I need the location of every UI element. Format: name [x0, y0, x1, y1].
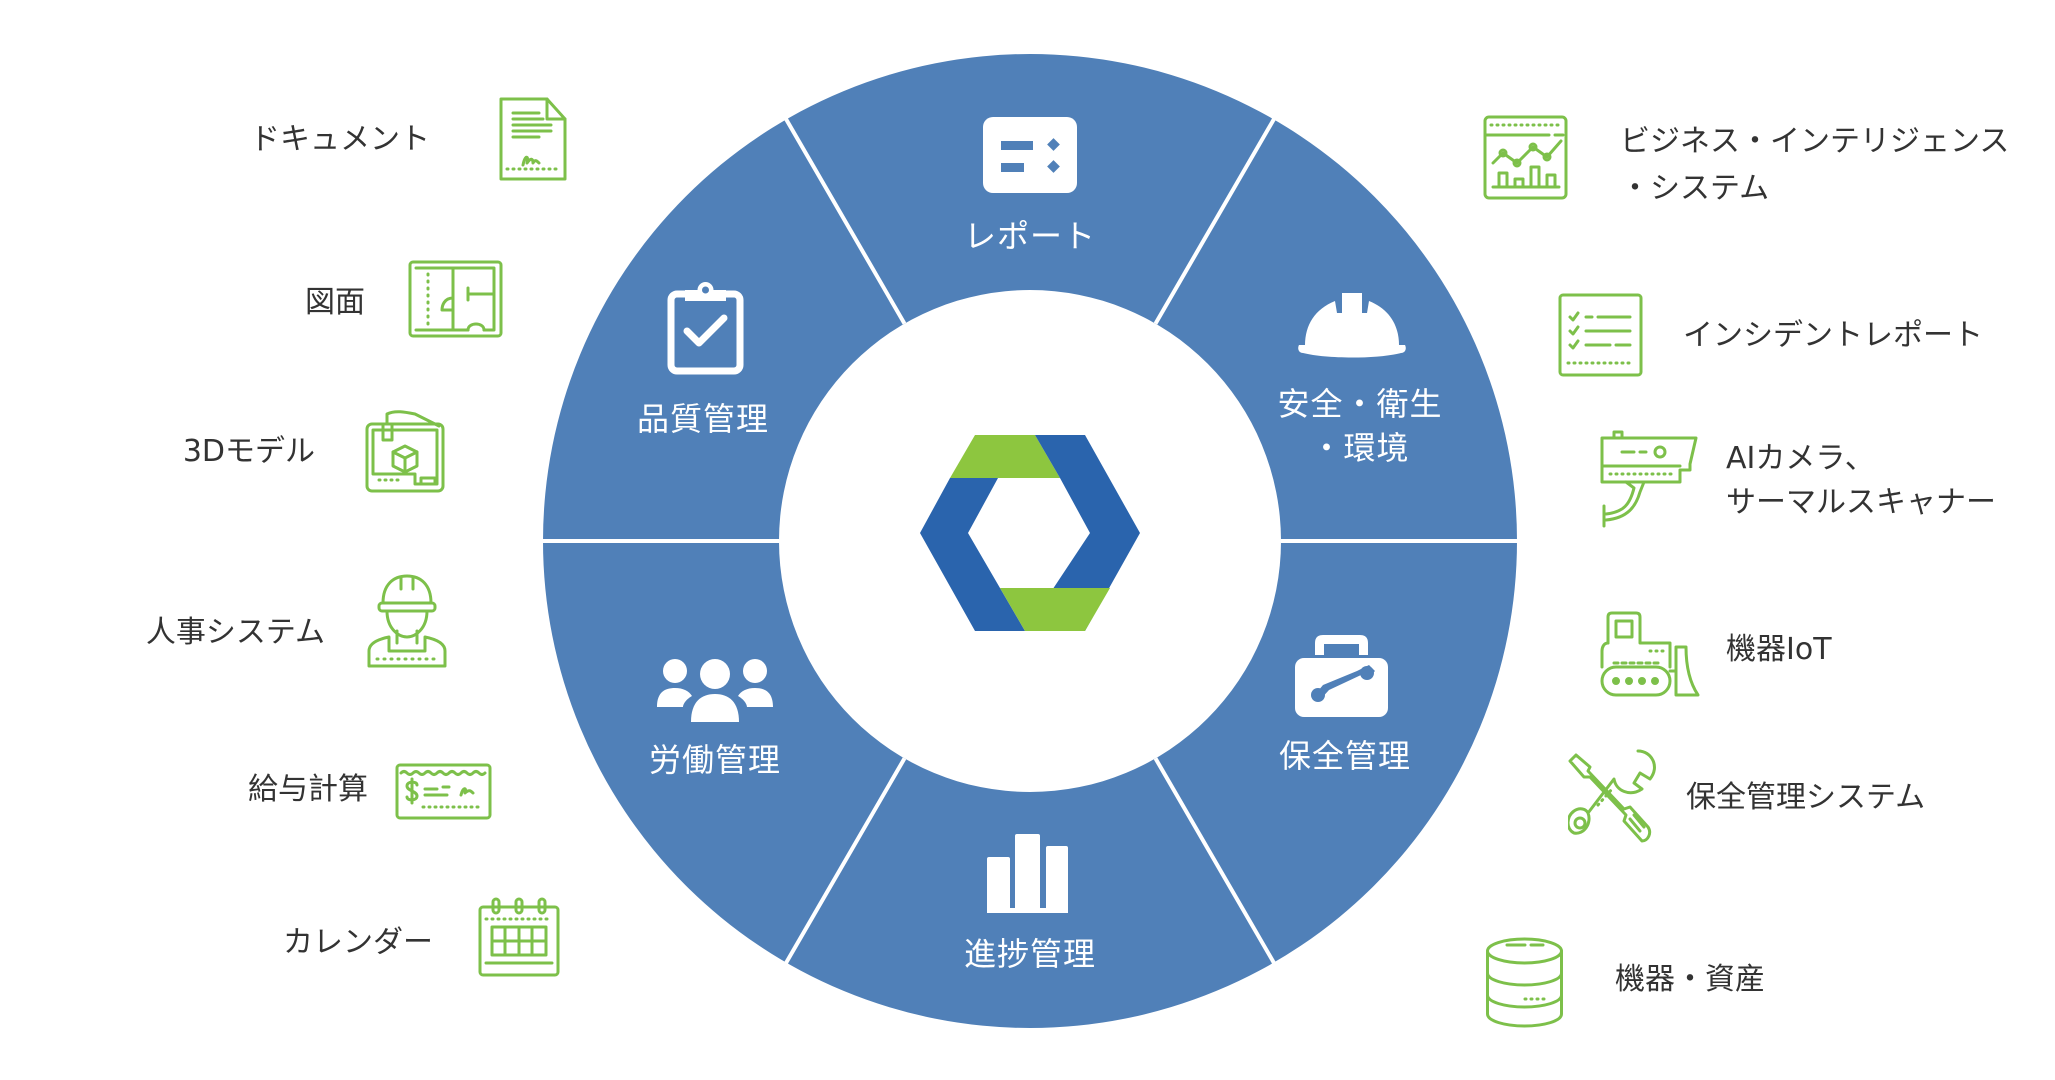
segment-label-quality: 品質管理 — [636, 400, 770, 438]
right-item-label-bi-line1: ビジネス・インテリジェンス — [1620, 124, 2010, 159]
segment-label-report: レポート — [963, 217, 1097, 255]
left-item-label-document: ドキュメント — [250, 122, 430, 157]
segment-label-labor: 労働管理 — [648, 741, 782, 779]
signed-document-icon — [497, 97, 567, 182]
clipboard-check-icon — [667, 282, 744, 375]
right-item-label-ai-camera-line2: サーマルスキャナー — [1726, 485, 1996, 520]
floor-plan-icon — [408, 260, 503, 338]
checklist-icon — [1558, 293, 1643, 377]
right-item-label-ai-camera-line1: AIカメラ、 — [1726, 441, 1875, 476]
right-item-label-maintenance-system: 保全管理システム — [1686, 780, 1926, 815]
people-group-icon — [657, 658, 773, 722]
hard-hat-icon — [1297, 293, 1407, 358]
segment-label-safety-line2: ・環境 — [1310, 429, 1410, 467]
security-camera-icon — [1600, 430, 1698, 528]
toolbox-wrench-icon — [1295, 635, 1388, 717]
right-item-label-bi: ビジネス・インテリジェンス ・システム — [1620, 118, 2009, 212]
right-item-label-iot: 機器IoT — [1726, 632, 1832, 667]
wrench-screwdriver-icon — [1568, 749, 1657, 848]
calendar-icon — [478, 897, 560, 977]
bar-chart-icon — [987, 834, 1068, 913]
segment-label-progress: 進捗管理 — [963, 935, 1097, 973]
database-icon — [1485, 937, 1564, 1028]
right-item-label-ai-camera: AIカメラ、 サーマルスキャナー — [1726, 437, 1996, 525]
right-item-label-bi-line2: ・システム — [1620, 171, 1770, 206]
report-card-icon — [983, 117, 1077, 193]
right-item-label-incident: インシデントレポート — [1683, 318, 1983, 353]
left-item-label-calendar: カレンダー — [283, 925, 433, 960]
analytics-dashboard-icon — [1483, 115, 1568, 200]
left-item-label-hr: 人事システム — [145, 615, 325, 650]
segment-label-maintenance: 保全管理 — [1278, 737, 1412, 775]
ring-donut — [543, 54, 1517, 1028]
segment-dividers — [540, 117, 1520, 965]
construction-worker-icon — [367, 573, 447, 668]
left-item-label-3d-model: 3Dモデル — [182, 434, 315, 469]
segment-label-safety-line1: 安全・衛生 — [1277, 385, 1443, 423]
segment-label-safety: 安全・衛生 ・環境 — [1277, 382, 1442, 470]
right-item-label-assets: 機器・資産 — [1615, 962, 1765, 997]
left-item-label-payroll: 給与計算 — [248, 772, 368, 807]
3d-printer-icon — [365, 408, 445, 493]
left-item-label-drawing: 図面 — [305, 285, 365, 320]
hexagon-logo-icon — [920, 435, 1140, 631]
bulldozer-icon — [1600, 611, 1700, 697]
paycheck-icon — [395, 763, 492, 820]
